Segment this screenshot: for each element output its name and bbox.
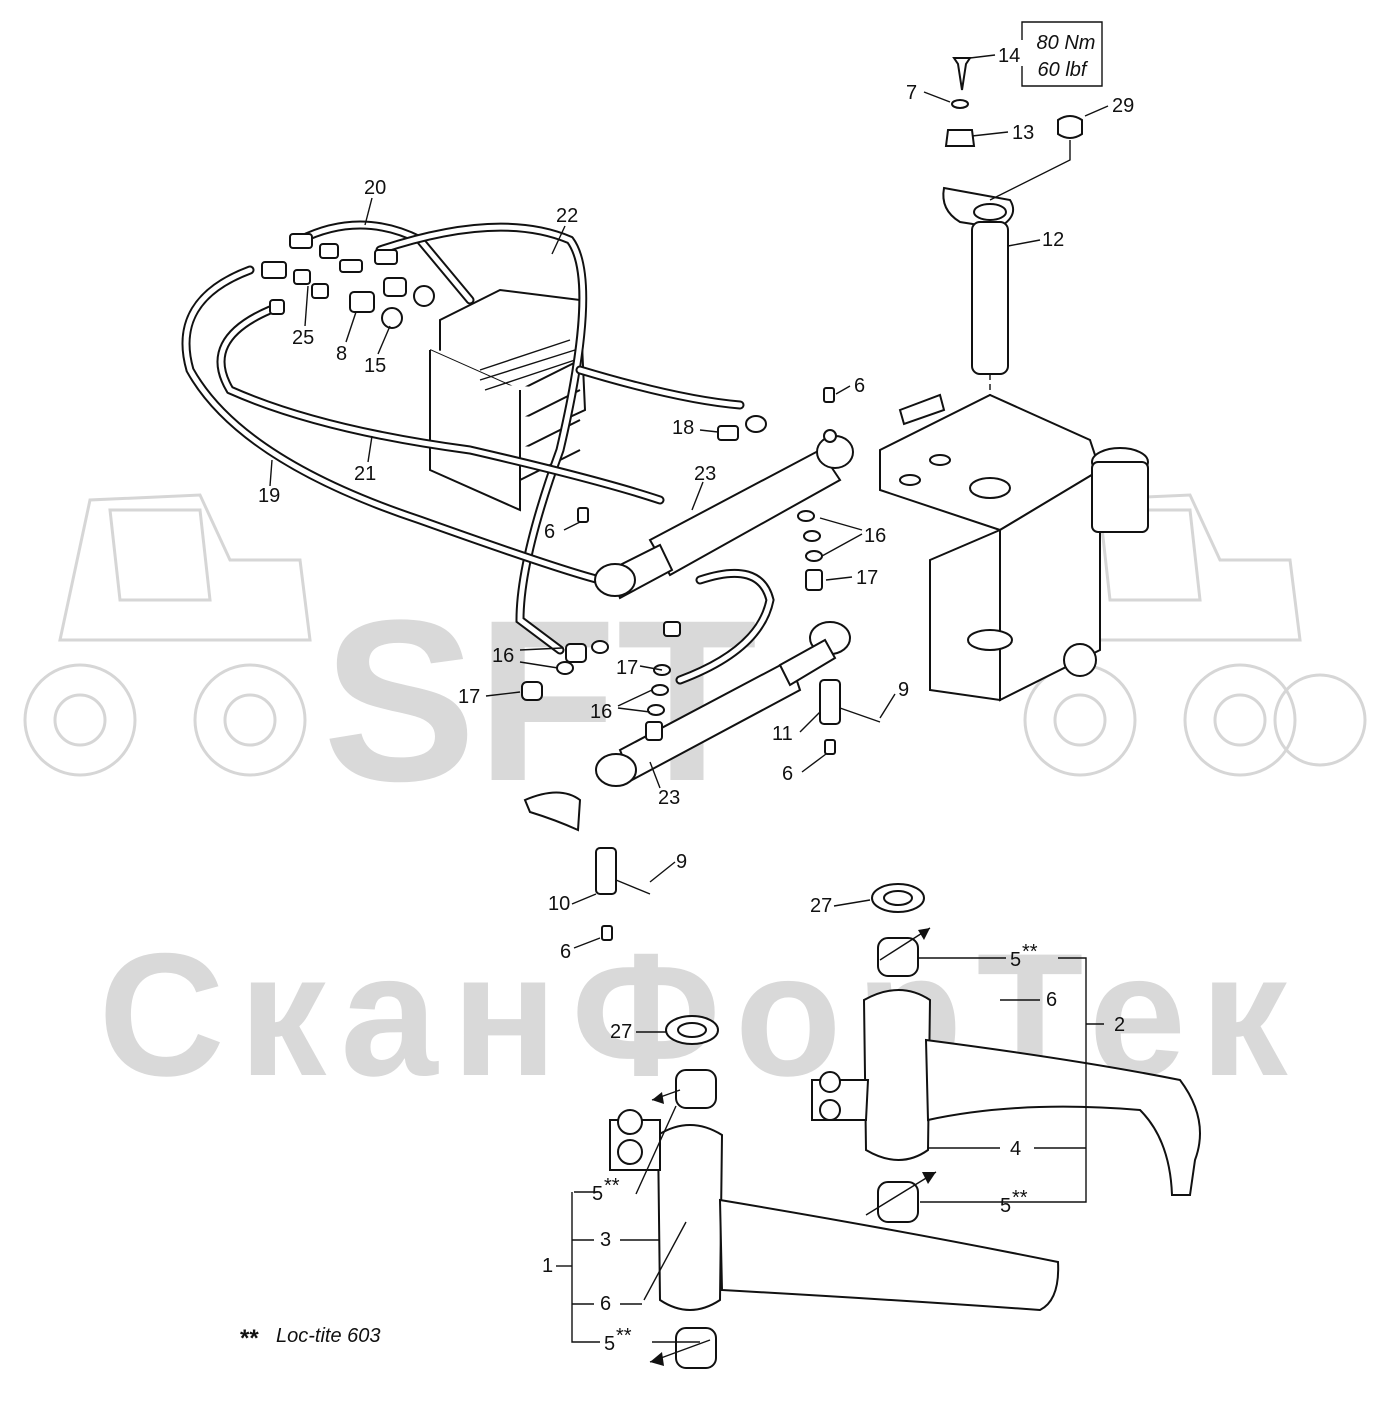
callout-19: 19 xyxy=(258,485,280,507)
arm-3-left xyxy=(609,1109,1060,1312)
callout-5-right-top: 5 ** xyxy=(1010,941,1038,971)
callout-9-upper: 9 xyxy=(898,679,909,701)
callout-6-cyl: 6 xyxy=(544,521,555,543)
pin-12 xyxy=(971,221,1009,375)
callout-5-left-bottom: 5 ** xyxy=(604,1325,632,1355)
chassis-frame xyxy=(879,393,1149,702)
pin-assembly xyxy=(942,57,1083,470)
callout-23-lower: 23 xyxy=(658,787,680,809)
callout-6-pin11: 6 xyxy=(782,763,793,785)
callout-20: 20 xyxy=(364,177,386,199)
callout-7: 7 xyxy=(906,82,917,104)
callout-labels: 14 7 13 29 12 20 22 25 8 15 6 18 23 21 1… xyxy=(258,45,1134,1355)
bushings-27-5 xyxy=(665,883,925,1369)
svg-text:5: 5 xyxy=(1010,949,1021,971)
plug-17 xyxy=(521,681,543,701)
callout-2: 2 xyxy=(1114,1014,1125,1036)
callout-14: 14 xyxy=(998,45,1020,67)
callout-10: 10 xyxy=(548,893,570,915)
bushing-5-right-top xyxy=(877,937,919,977)
seal-15 xyxy=(381,307,403,329)
svg-text:**: ** xyxy=(1012,1187,1028,1209)
leader-lines xyxy=(269,54,1109,1343)
fittings xyxy=(261,233,767,701)
callout-17-mid: 17 xyxy=(616,657,638,679)
callout-6-top: 6 xyxy=(854,375,865,397)
fitting-25 xyxy=(293,269,311,285)
pin-10 xyxy=(595,847,617,895)
callout-16-left: 16 xyxy=(492,645,514,667)
svg-text:**: ** xyxy=(616,1325,632,1347)
callout-18: 18 xyxy=(672,417,694,439)
callout-6-left-arm: 6 xyxy=(600,1293,611,1315)
callout-4: 4 xyxy=(1010,1138,1021,1160)
callout-6-right: 6 xyxy=(1046,989,1057,1011)
bolt-14 xyxy=(952,57,972,91)
callout-25: 25 xyxy=(292,327,314,349)
callout-3: 3 xyxy=(600,1229,611,1251)
hoses xyxy=(181,220,775,685)
callout-22: 22 xyxy=(556,205,578,227)
callout-1: 1 xyxy=(542,1255,553,1277)
callout-5-right-bottom: 5 ** xyxy=(1000,1187,1028,1217)
fitting-8 xyxy=(349,291,375,313)
arm-4-right xyxy=(811,989,1201,1196)
callout-29: 29 xyxy=(1112,95,1134,117)
pin-11 xyxy=(819,679,841,725)
callout-16-upper: 16 xyxy=(864,525,886,547)
nut-13 xyxy=(944,129,976,147)
cylinder-23-lower xyxy=(595,621,851,787)
svg-text:5: 5 xyxy=(604,1333,615,1355)
loctite-note: ** Loc-tite 603 xyxy=(240,1325,381,1352)
fitting-18 xyxy=(717,425,739,441)
callout-17-left: 17 xyxy=(458,686,480,708)
note-stars: ** xyxy=(240,1325,259,1352)
watermark-tractor-left-icon xyxy=(23,493,312,777)
callout-12: 12 xyxy=(1042,229,1064,251)
washer-7 xyxy=(951,99,969,109)
plug-29 xyxy=(1057,115,1083,139)
callout-27-right: 27 xyxy=(810,895,832,917)
cylinder-23-upper xyxy=(594,429,854,600)
washers-16 xyxy=(647,510,823,716)
callout-23-upper: 23 xyxy=(694,463,716,485)
svg-text:5: 5 xyxy=(1000,1195,1011,1217)
callout-11: 11 xyxy=(772,723,793,745)
callout-21: 21 xyxy=(354,463,376,485)
watermark-brand: SFT xyxy=(323,572,757,829)
callout-17-upper: 17 xyxy=(856,567,878,589)
direction-arrows xyxy=(649,927,937,1366)
callout-6-pin10: 6 xyxy=(560,941,571,963)
callout-13: 13 xyxy=(1012,122,1034,144)
callout-5-left-top: 5 ** xyxy=(592,1175,620,1205)
torque-value-lbf: 60 lbf xyxy=(1038,59,1089,81)
callout-15: 15 xyxy=(364,355,386,377)
svg-text:**: ** xyxy=(604,1175,620,1197)
pins xyxy=(523,387,881,941)
callout-16-lower: 16 xyxy=(590,701,612,723)
torque-box: 80 Nm 60 lbf xyxy=(1021,21,1103,87)
callout-8: 8 xyxy=(336,343,347,365)
valve-block xyxy=(429,288,587,512)
note-text: Loc-tite 603 xyxy=(276,1325,381,1347)
torque-value-nm: 80 Nm xyxy=(1037,32,1096,54)
superscript-stars: ** xyxy=(1022,941,1038,963)
sensor xyxy=(898,393,946,426)
callout-9-lower: 9 xyxy=(676,851,687,873)
svg-text:5: 5 xyxy=(592,1183,603,1205)
callout-27-left: 27 xyxy=(610,1021,632,1043)
